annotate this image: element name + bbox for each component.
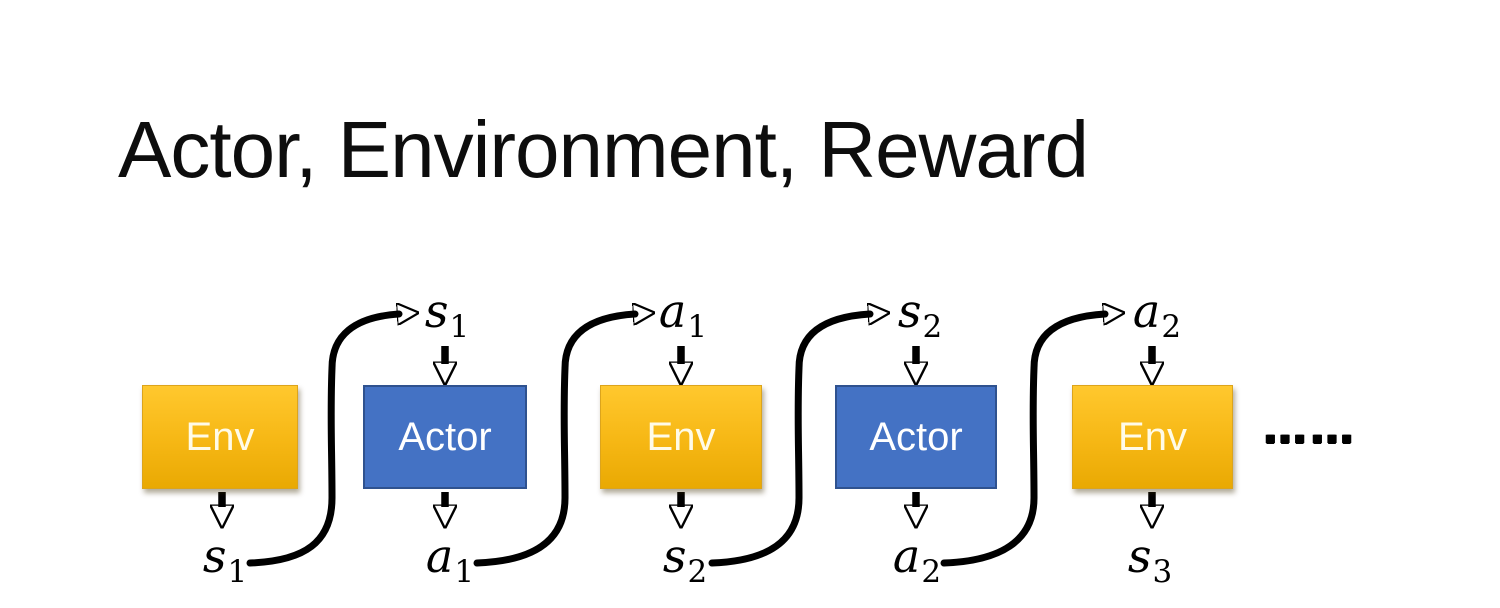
action-label-a1-bottom: a1 bbox=[426, 533, 474, 588]
state-label-s1-bottom: s1 bbox=[203, 533, 247, 588]
math-symbol: a bbox=[1132, 284, 1161, 338]
transition-arrow-s2 bbox=[708, 314, 870, 567]
math-subscript: 2 bbox=[922, 309, 943, 345]
transition-arrow-a1 bbox=[473, 314, 635, 567]
math-symbol: s bbox=[202, 529, 227, 583]
transition-arrow-a2 bbox=[940, 314, 1105, 567]
math-subscript: 2 bbox=[1161, 309, 1182, 345]
state-label-s3-bottom: s3 bbox=[1128, 533, 1172, 588]
math-symbol: s bbox=[1127, 529, 1152, 583]
state-label-s1-top: s1 bbox=[425, 288, 469, 343]
math-subscript: 1 bbox=[227, 554, 248, 590]
math-symbol: s bbox=[662, 529, 687, 583]
math-subscript: 3 bbox=[1152, 554, 1173, 590]
math-symbol: a bbox=[425, 529, 454, 583]
action-label-a2-top: a2 bbox=[1133, 288, 1181, 343]
actor-box-1: Actor bbox=[363, 385, 527, 489]
math-subscript: 2 bbox=[921, 554, 942, 590]
math-symbol: a bbox=[658, 284, 687, 338]
continuation-ellipsis: …… bbox=[1263, 403, 1357, 454]
state-label-s2-bottom: s2 bbox=[663, 533, 707, 588]
math-symbol: a bbox=[892, 529, 921, 583]
math-subscript: 1 bbox=[449, 309, 470, 345]
actor-box-2: Actor bbox=[835, 385, 997, 489]
env-box-1: Env bbox=[142, 385, 298, 489]
math-symbol: s bbox=[424, 284, 449, 338]
slide-title: Actor, Environment, Reward bbox=[118, 105, 1089, 194]
math-symbol: s bbox=[897, 284, 922, 338]
transition-arrow-s1 bbox=[246, 314, 399, 567]
action-label-a1-top: a1 bbox=[659, 288, 707, 343]
math-subscript: 1 bbox=[687, 309, 708, 345]
env-box-3: Env bbox=[1072, 385, 1233, 489]
math-subscript: 2 bbox=[687, 554, 708, 590]
state-label-s2-top: s2 bbox=[898, 288, 942, 343]
env-box-2: Env bbox=[600, 385, 762, 489]
action-label-a2-bottom: a2 bbox=[893, 533, 941, 588]
math-subscript: 1 bbox=[454, 554, 475, 590]
